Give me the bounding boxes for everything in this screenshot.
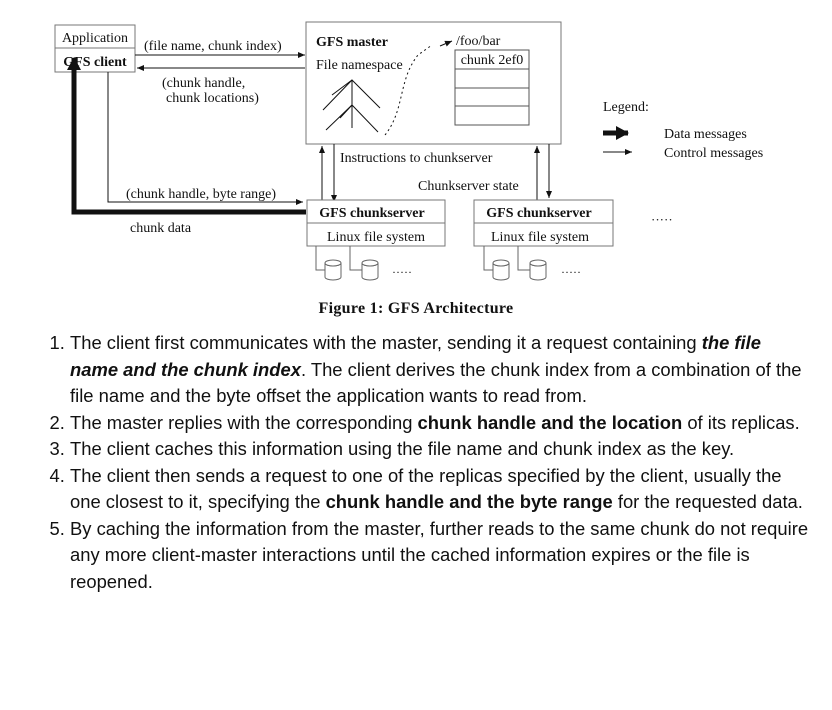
step-emphasis: the file name and the chunk index bbox=[70, 332, 762, 380]
step-text: By caching the information from the mast… bbox=[70, 517, 809, 592]
state-label: Chunkserver state bbox=[418, 179, 519, 194]
disk-icons-1 bbox=[315, 246, 379, 281]
application-label: Application bbox=[62, 31, 128, 46]
disk-dots-1: ····· bbox=[392, 265, 412, 279]
instructions-label: Instructions to chunkserver bbox=[340, 151, 493, 166]
namespace-label: File namespace bbox=[316, 58, 403, 73]
path-label: /foo/bar bbox=[456, 34, 501, 49]
step-text: The client then sends a request to one o… bbox=[70, 464, 782, 513]
step-text: . The client derives the chunk index fro… bbox=[70, 358, 802, 407]
namespace-link-curve bbox=[384, 44, 433, 136]
byte-range-arrow bbox=[107, 72, 303, 205]
legend-data-label: Data messages bbox=[664, 127, 747, 142]
figure-caption: Figure 1: GFS Architecture bbox=[318, 300, 514, 317]
chunkserver-2-fs: Linux file system bbox=[491, 230, 589, 245]
chunk-data-label: chunk data bbox=[130, 221, 192, 236]
legend-title: Legend: bbox=[603, 100, 649, 115]
step-text: of its replicas. bbox=[682, 411, 800, 433]
chunkserver-1: GFS chunkserver Linux file system ····· bbox=[306, 199, 446, 281]
request-label: (file name, chunk index) bbox=[144, 39, 282, 54]
step-item: By caching the information from the mast… bbox=[70, 516, 810, 596]
step-text: for the requested data. bbox=[612, 491, 803, 512]
byte-range-label: (chunk handle, byte range) bbox=[126, 187, 276, 202]
chunkserver-2-title: GFS chunkserver bbox=[486, 206, 591, 221]
step-item: The client caches this information using… bbox=[70, 436, 810, 463]
step-item: The client first communicates with the m… bbox=[70, 330, 810, 410]
disk-dots-2: ····· bbox=[561, 265, 581, 279]
reply-label-line2: chunk locations) bbox=[166, 91, 259, 106]
step-emphasis: chunk handle and the location bbox=[417, 411, 683, 433]
step-text: The client caches this information using… bbox=[70, 438, 735, 459]
reply-label-line1: (chunk handle, bbox=[162, 76, 245, 91]
step-emphasis: chunk handle and the byte range bbox=[325, 491, 613, 512]
step-item: The client then sends a request to one o… bbox=[70, 463, 810, 516]
path-pointer-arrow bbox=[439, 40, 453, 47]
master-title: GFS master bbox=[316, 35, 388, 50]
client-box: Application GFS client bbox=[54, 24, 136, 73]
namespace-tree-icon bbox=[322, 79, 381, 133]
master-box: GFS master File namespace /foo/bar chunk… bbox=[305, 21, 562, 145]
gfs-architecture-diagram: Application GFS client (file name, chunk… bbox=[54, 21, 763, 281]
chunkserver-2: GFS chunkserver Linux file system ····· bbox=[473, 199, 614, 281]
more-chunkservers-dots: ····· bbox=[651, 212, 673, 227]
step-item: The master replies with the correspondin… bbox=[70, 410, 810, 437]
disk-icons-2 bbox=[483, 246, 547, 281]
legend: Legend: Data messages Control messages bbox=[603, 100, 763, 161]
chunk-table: chunk 2ef0 bbox=[454, 49, 530, 126]
step-text: The client first communicates with the m… bbox=[70, 332, 702, 353]
chunkserver-1-title: GFS chunkserver bbox=[319, 206, 424, 221]
legend-control-label: Control messages bbox=[664, 146, 763, 161]
step-text: The master replies with the correspondin… bbox=[70, 411, 418, 433]
chunkserver-1-fs: Linux file system bbox=[327, 230, 425, 245]
steps-list: The client first communicates with the m… bbox=[20, 330, 810, 595]
chunk-label: chunk 2ef0 bbox=[461, 53, 524, 68]
chunk-data-arrow bbox=[67, 57, 306, 215]
